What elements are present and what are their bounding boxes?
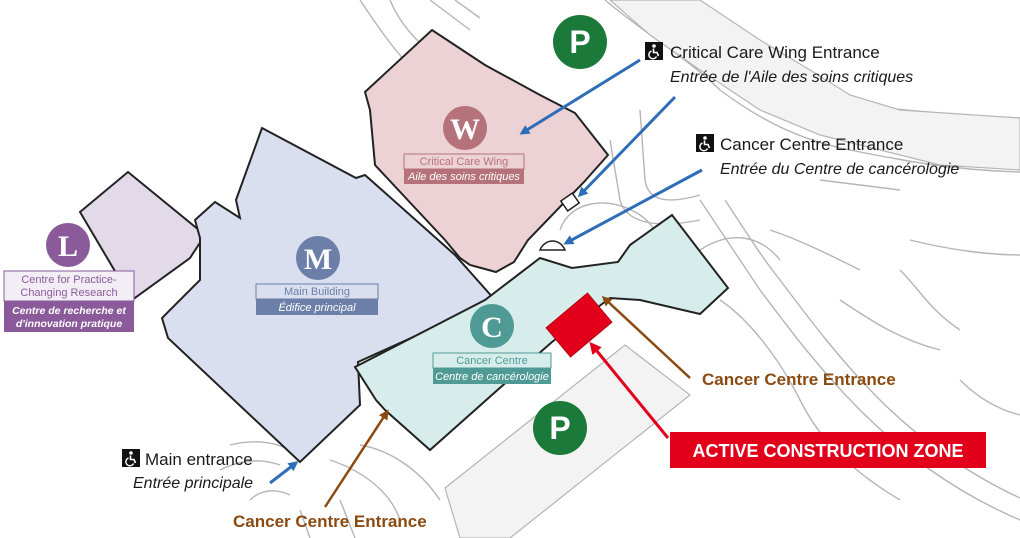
parking-symbol: P — [569, 24, 590, 60]
wheelchair-icon — [696, 134, 714, 152]
main-building-label[interactable]: M Main Building Édifice principal — [255, 236, 379, 315]
wheelchair-icon — [122, 449, 140, 467]
cancer-centre-name-en: Cancer Centre — [456, 355, 528, 367]
main-entrance-title: Main entrance — [145, 450, 253, 469]
construction-zone-text: ACTIVE CONSTRUCTION ZONE — [692, 441, 963, 461]
practice-name-en-line1: Centre for Practice- — [21, 274, 117, 286]
main-building-name-en: Main Building — [284, 286, 350, 298]
construction-zone-block — [545, 292, 613, 358]
critical-care-entrance-label[interactable]: Critical Care Wing Entrance Entrée de l'… — [645, 42, 913, 86]
entrance-kiosk — [559, 192, 581, 212]
parking-top[interactable]: P — [553, 15, 607, 69]
construction-arrow — [589, 341, 670, 439]
wheelchair-icon — [645, 42, 663, 60]
cancer-centre-label[interactable]: C Cancer Centre Centre de cancérologie — [432, 304, 552, 384]
practice-name-fr-line2: d'innovation pratique — [16, 318, 122, 330]
badge-letter-w: W — [450, 113, 480, 146]
cancer-accessible-entrance-title: Cancer Centre Entrance — [720, 135, 903, 154]
critical-care-label[interactable]: W Critical Care Wing Aile des soins crit… — [403, 106, 525, 184]
badge-letter-l: L — [58, 230, 78, 263]
cancer-entrance-right-label[interactable]: Cancer Centre Entrance — [702, 370, 896, 389]
cancer-centre-building — [353, 213, 730, 452]
critical-care-building — [363, 28, 610, 274]
cancer-accessible-entrance-subtitle: Entrée du Centre de cancérologie — [720, 161, 959, 178]
critical-care-entrance-subtitle: Entrée de l'Aile des soins critiques — [670, 69, 913, 86]
cancer-entrance-bottom-label[interactable]: Cancer Centre Entrance — [233, 512, 427, 531]
cancer-accessible-entrance-label[interactable]: Cancer Centre Entrance Entrée du Centre … — [696, 134, 959, 178]
brown-arrows — [323, 295, 691, 508]
parking-symbol: P — [549, 410, 570, 446]
entrance-canopy — [538, 240, 567, 251]
critical-care-name-en: Critical Care Wing — [420, 156, 509, 168]
main-entrance-subtitle: Entrée principale — [133, 475, 253, 492]
main-entrance-label[interactable]: Main entrance Entrée principale — [122, 449, 253, 492]
construction-zone-label[interactable]: ACTIVE CONSTRUCTION ZONE — [670, 432, 986, 468]
practice-changing-label[interactable]: L Centre for Practice- Changing Research… — [3, 223, 135, 332]
badge-letter-m: M — [304, 243, 332, 276]
critical-care-name-fr: Aile des soins critiques — [407, 171, 520, 183]
cancer-centre-name-fr: Centre de cancérologie — [435, 371, 549, 383]
critical-care-entrance-title: Critical Care Wing Entrance — [670, 43, 880, 62]
parking-bottom[interactable]: P — [533, 401, 587, 455]
blue-arrows — [269, 58, 703, 485]
main-building-name-fr: Édifice principal — [278, 301, 356, 314]
badge-letter-c: C — [481, 311, 503, 344]
practice-name-en-line2: Changing Research — [20, 287, 117, 299]
practice-name-fr-line1: Centre de recherche et — [12, 305, 126, 317]
